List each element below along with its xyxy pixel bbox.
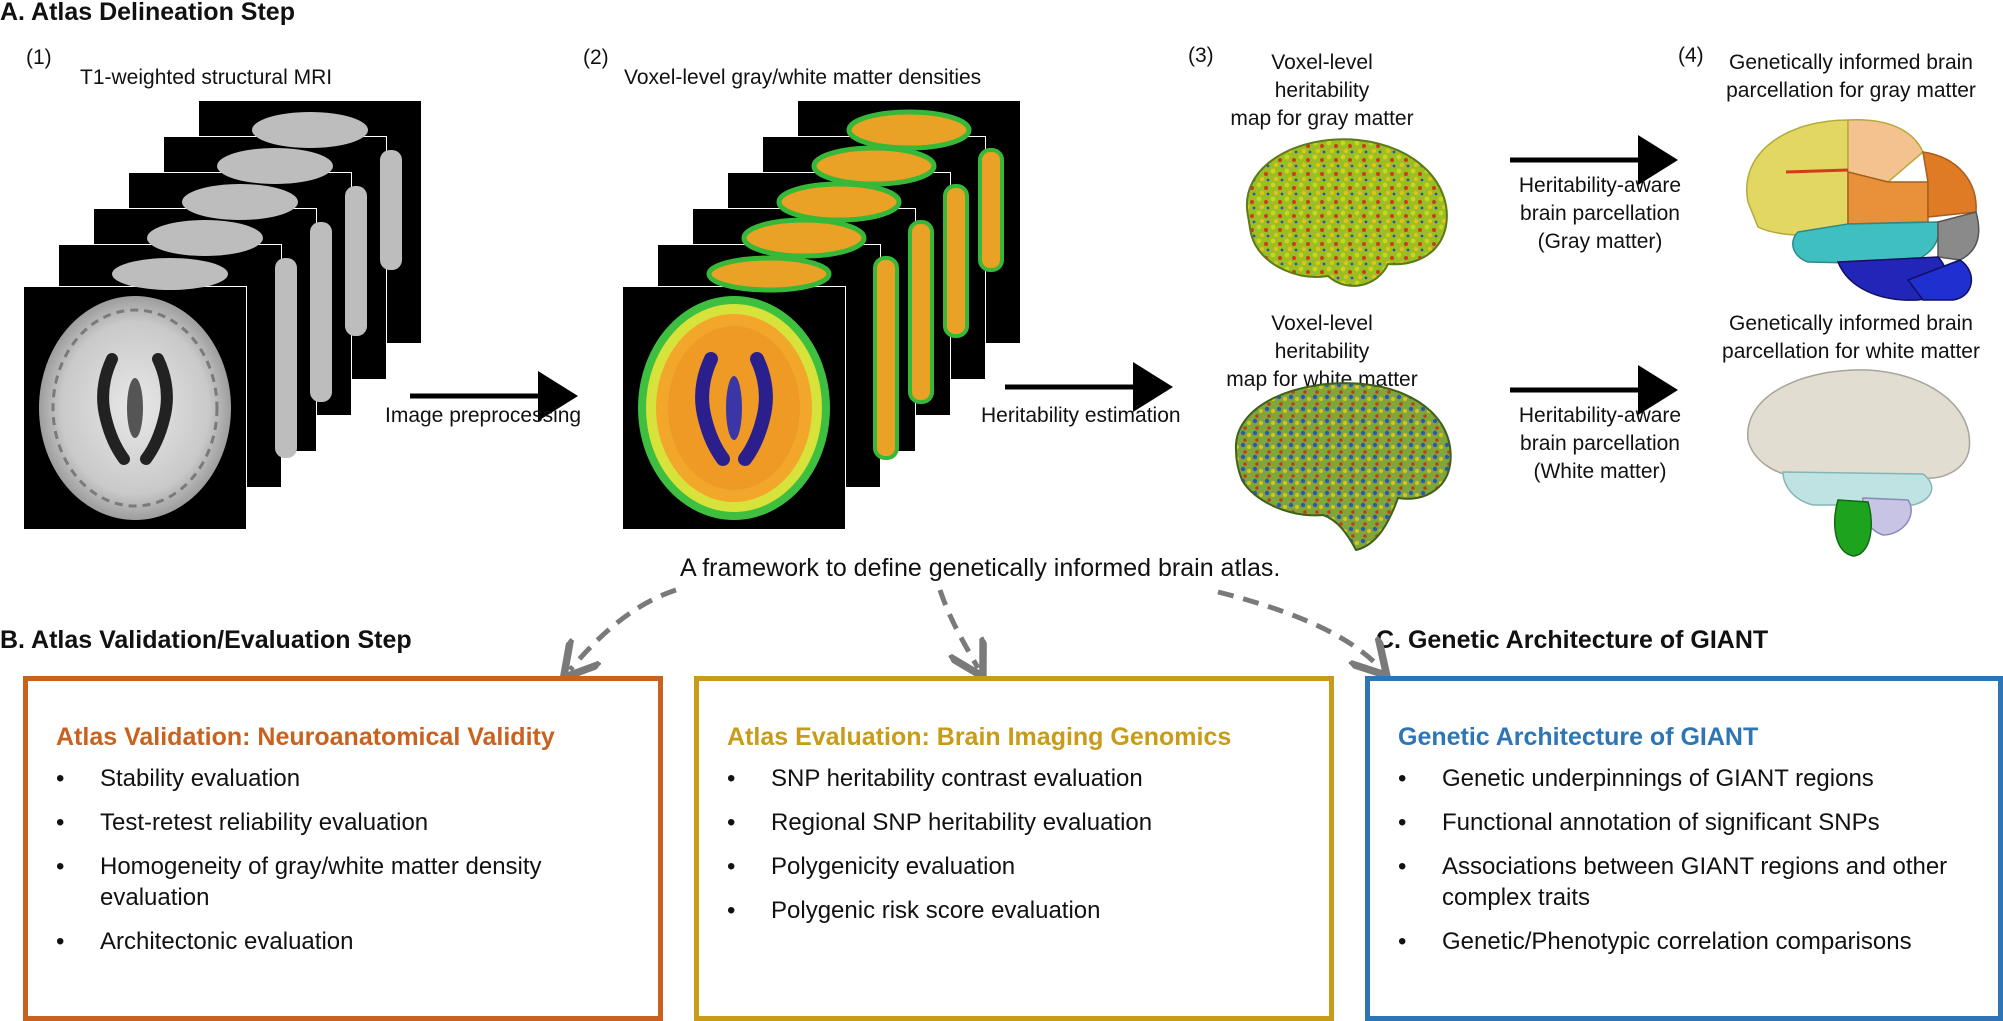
step-3-caption-white: Voxel-level heritability map for white m… — [1226, 312, 1418, 391]
mri-front-slice — [24, 287, 246, 529]
box-title: Atlas Validation: Neuroanatomical Validi… — [56, 723, 555, 751]
list-item: Regional SNP heritability evaluation — [727, 807, 1327, 838]
step-3-caption-gray: Voxel-level heritability map for gray ma… — [1230, 51, 1414, 130]
framework-to-box-c-arrow — [1217, 589, 1380, 668]
step-1-number: (1) — [26, 46, 52, 69]
step-2-caption: Voxel-level gray/white matter densities — [624, 66, 982, 89]
box-item-list: Stability evaluation Test-retest reliabi… — [56, 763, 656, 970]
box-item-list: Genetic underpinnings of GIANT regions F… — [1398, 763, 1998, 970]
list-item: Architectonic evaluation — [56, 926, 656, 957]
density-front-slice — [623, 287, 845, 529]
white-matter-heritability-brain — [1234, 382, 1452, 552]
step-3-number: (3) — [1188, 44, 1214, 67]
step-4-caption-white: Genetically informed brain parcellation … — [1722, 312, 1980, 363]
list-item: Polygenic risk score evaluation — [727, 895, 1327, 926]
box-title: Genetic Architecture of GIANT — [1398, 723, 1759, 751]
white-matter-parcellation-brain — [1747, 369, 1971, 557]
gray-matter-heritability-brain — [1245, 138, 1448, 287]
list-item: Test-retest reliability evaluation — [56, 807, 656, 838]
list-item: Polygenicity evaluation — [727, 851, 1327, 882]
section-b-title: B. Atlas Validation/Evaluation Step — [0, 626, 412, 654]
parcellation-gray-label: Heritability-aware brain parcellation (G… — [1518, 174, 1682, 253]
framework-to-box-b-arrow — [570, 587, 677, 670]
step-2-number: (2) — [583, 46, 609, 69]
list-item: Genetic/Phenotypic correlation compariso… — [1398, 926, 1998, 957]
neuroanatomical-validity-box: Atlas Validation: Neuroanatomical Validi… — [23, 676, 663, 1021]
parcellation-white-label: Heritability-aware brain parcellation (W… — [1518, 404, 1682, 483]
section-a-title: A. Atlas Delineation Step — [0, 0, 295, 26]
heritability-label: Heritability estimation — [981, 404, 1181, 427]
framework-to-box-b2-arrow — [937, 589, 978, 668]
step-4-number: (4) — [1678, 44, 1704, 67]
list-item: SNP heritability contrast evaluation — [727, 763, 1327, 794]
box-title: Atlas Evaluation: Brain Imaging Genomics — [727, 723, 1232, 751]
brain-imaging-genomics-box: Atlas Evaluation: Brain Imaging Genomics… — [694, 676, 1334, 1021]
box-item-list: SNP heritability contrast evaluation Reg… — [727, 763, 1327, 939]
gray-matter-parcellation-brain — [1746, 119, 1980, 301]
section-c-title: C. Genetic Architecture of GIANT — [1376, 626, 1769, 654]
list-item: Genetic underpinnings of GIANT regions — [1398, 763, 1998, 794]
step-4-caption-gray: Genetically informed brain parcellation … — [1726, 51, 1976, 102]
preprocessing-label: Image preprocessing — [385, 404, 582, 427]
step-1-caption: T1-weighted structural MRI — [80, 66, 333, 89]
framework-caption: A framework to define genetically inform… — [680, 554, 1281, 582]
list-item: Associations between GIANT regions and o… — [1398, 851, 1998, 913]
genetic-architecture-box: Genetic Architecture of GIANT Genetic un… — [1365, 676, 2003, 1021]
list-item: Homogeneity of gray/white matter density… — [56, 851, 656, 913]
list-item: Functional annotation of significant SNP… — [1398, 807, 1998, 838]
list-item: Stability evaluation — [56, 763, 656, 794]
